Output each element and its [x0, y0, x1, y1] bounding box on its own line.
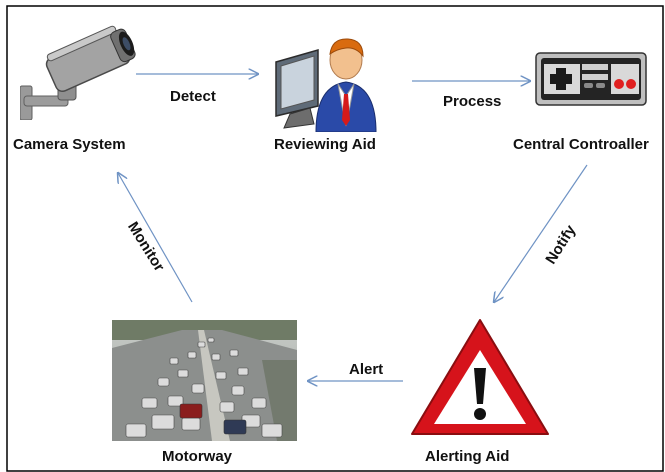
- camera-system-label: Camera System: [13, 136, 126, 153]
- alert-label: Alert: [349, 361, 384, 378]
- motorway-label: Motorway: [162, 448, 233, 465]
- diagram-border: [6, 5, 664, 472]
- process-label: Process: [443, 93, 502, 110]
- operator-at-monitor-icon: [275, 38, 377, 132]
- game-controller-icon: [535, 52, 647, 106]
- monitor-arrow: [118, 173, 193, 303]
- warning-sign-icon: [411, 319, 549, 435]
- motorway-traffic-photo: [112, 320, 297, 441]
- security-camera-icon: [20, 25, 136, 120]
- notify-arrow: [494, 164, 588, 302]
- central-controller-label: Central Controaller: [513, 136, 649, 153]
- alerting-aid-label: Alerting Aid: [425, 448, 510, 465]
- reviewing-aid-label: Reviewing Aid: [274, 136, 376, 153]
- detect-label: Detect: [170, 88, 216, 105]
